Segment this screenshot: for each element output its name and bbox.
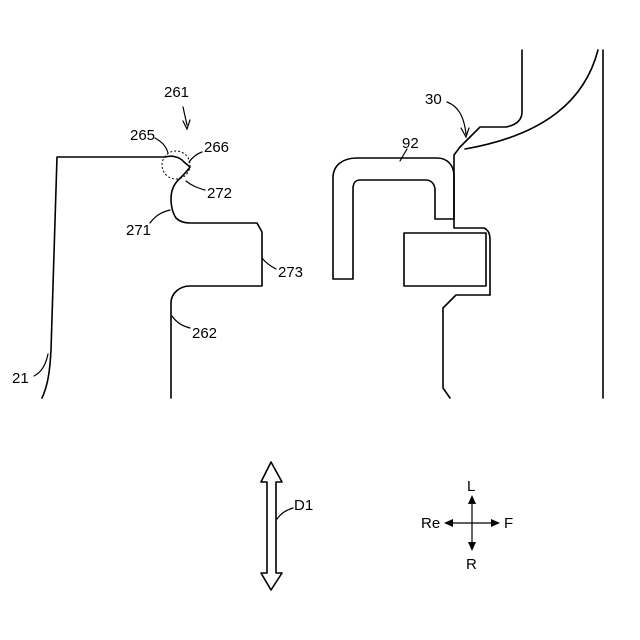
label-265: 265 (130, 127, 155, 144)
leader-30 (447, 102, 466, 134)
compass-arrow-right (491, 519, 500, 527)
direction-compass (444, 495, 500, 551)
part-92-u-shape (333, 158, 454, 279)
compass-label-up: L (467, 478, 475, 495)
compass-label-right: F (504, 515, 513, 532)
leader-273 (262, 258, 276, 269)
detail-circle (162, 151, 190, 179)
leader-272 (186, 181, 205, 190)
rect-block (404, 233, 486, 286)
part-30-outer-curve (465, 50, 598, 149)
compass-arrow-down (468, 542, 476, 551)
compass-arrow-left (444, 519, 453, 527)
leader-21 (34, 354, 48, 376)
compass-label-down: R (466, 556, 477, 573)
label-272: 272 (207, 185, 232, 202)
label-d1: D1 (294, 497, 313, 514)
double-arrow-d1 (261, 462, 282, 590)
leader-262 (172, 316, 190, 328)
leader-D1 (277, 508, 293, 519)
leader-266 (189, 152, 202, 162)
compass-label-left: Re (421, 515, 440, 532)
label-273: 273 (278, 264, 303, 281)
part-30-inner-wall (460, 50, 522, 147)
label-92: 92 (402, 135, 419, 152)
label-261: 261 (164, 84, 189, 101)
label-30: 30 (425, 91, 442, 108)
part-30-lower (443, 295, 490, 398)
leader-271 (150, 210, 170, 223)
leader-265 (155, 138, 168, 153)
label-271: 271 (126, 222, 151, 239)
label-21: 21 (12, 370, 29, 387)
label-266: 266 (204, 139, 229, 156)
compass-arrow-up (468, 495, 476, 504)
part-30-neck (454, 147, 490, 295)
label-262: 262 (192, 325, 217, 342)
